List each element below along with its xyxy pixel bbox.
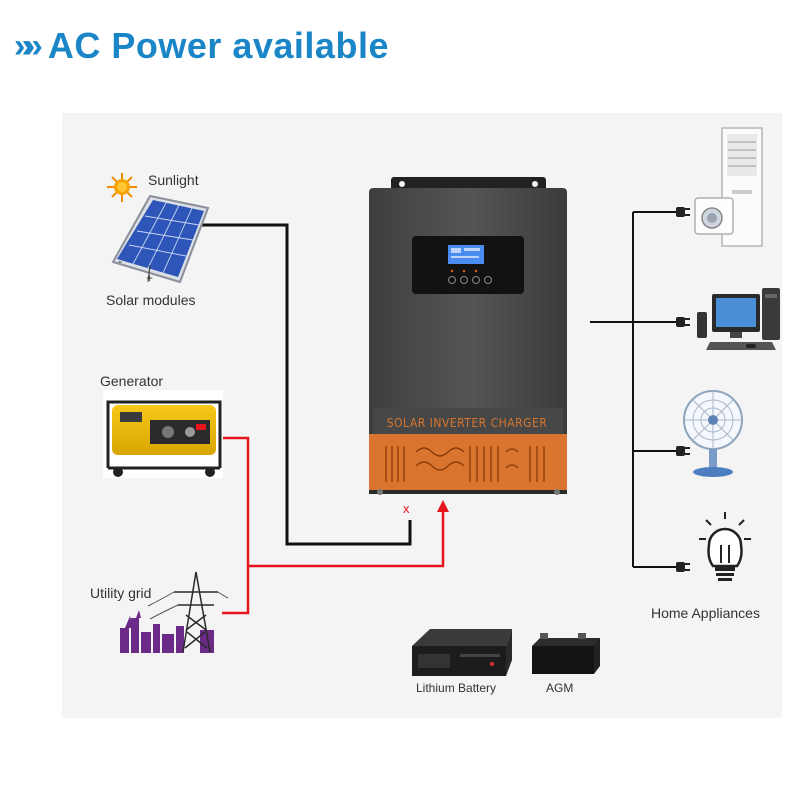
generator-label: Generator: [100, 373, 164, 389]
home-appliances-label: Home Appliances: [651, 605, 760, 621]
solar-panel-icon: [111, 194, 210, 284]
plug-icon: [676, 317, 690, 327]
solar-minus-label: -: [118, 254, 122, 268]
generator-icon: [103, 390, 223, 478]
air-conditioner-icon: [694, 127, 763, 247]
terminal-x-mark: x: [403, 501, 410, 516]
dc-wire-solar: [193, 223, 412, 546]
sun-icon: [107, 173, 137, 202]
inverter-label: SOLAR INVERTER CHARGER: [386, 416, 548, 430]
lamp-icon: [699, 512, 751, 581]
page-header: »» AC Power available: [14, 22, 389, 70]
page-title: AC Power available: [47, 25, 389, 66]
agm-battery-icon: [532, 633, 600, 674]
computer-icon: [697, 288, 780, 350]
plug-icon: [676, 207, 690, 217]
utility-grid-label: Utility grid: [90, 585, 152, 601]
ac-wire-generator-grid: [222, 436, 449, 615]
ac-output-wires: [590, 207, 690, 572]
plug-icon: [676, 446, 690, 456]
plug-icon: [676, 562, 690, 572]
fan-icon: [683, 390, 743, 477]
lithium-battery-label: Lithium Battery: [416, 681, 497, 695]
sunlight-label: Sunlight: [148, 172, 199, 188]
agm-label: AGM: [546, 681, 574, 695]
solar-plus-label: +: [146, 271, 154, 285]
solar-inverter-charger: [369, 177, 567, 495]
lcd-screen: [448, 245, 484, 264]
arrow-up-icon: [437, 500, 449, 512]
solar-modules-label: Solar modules: [106, 292, 196, 308]
heat-sink-vents: [385, 446, 545, 482]
lithium-battery-icon: [412, 629, 512, 676]
utility-grid-icon: [120, 571, 229, 653]
